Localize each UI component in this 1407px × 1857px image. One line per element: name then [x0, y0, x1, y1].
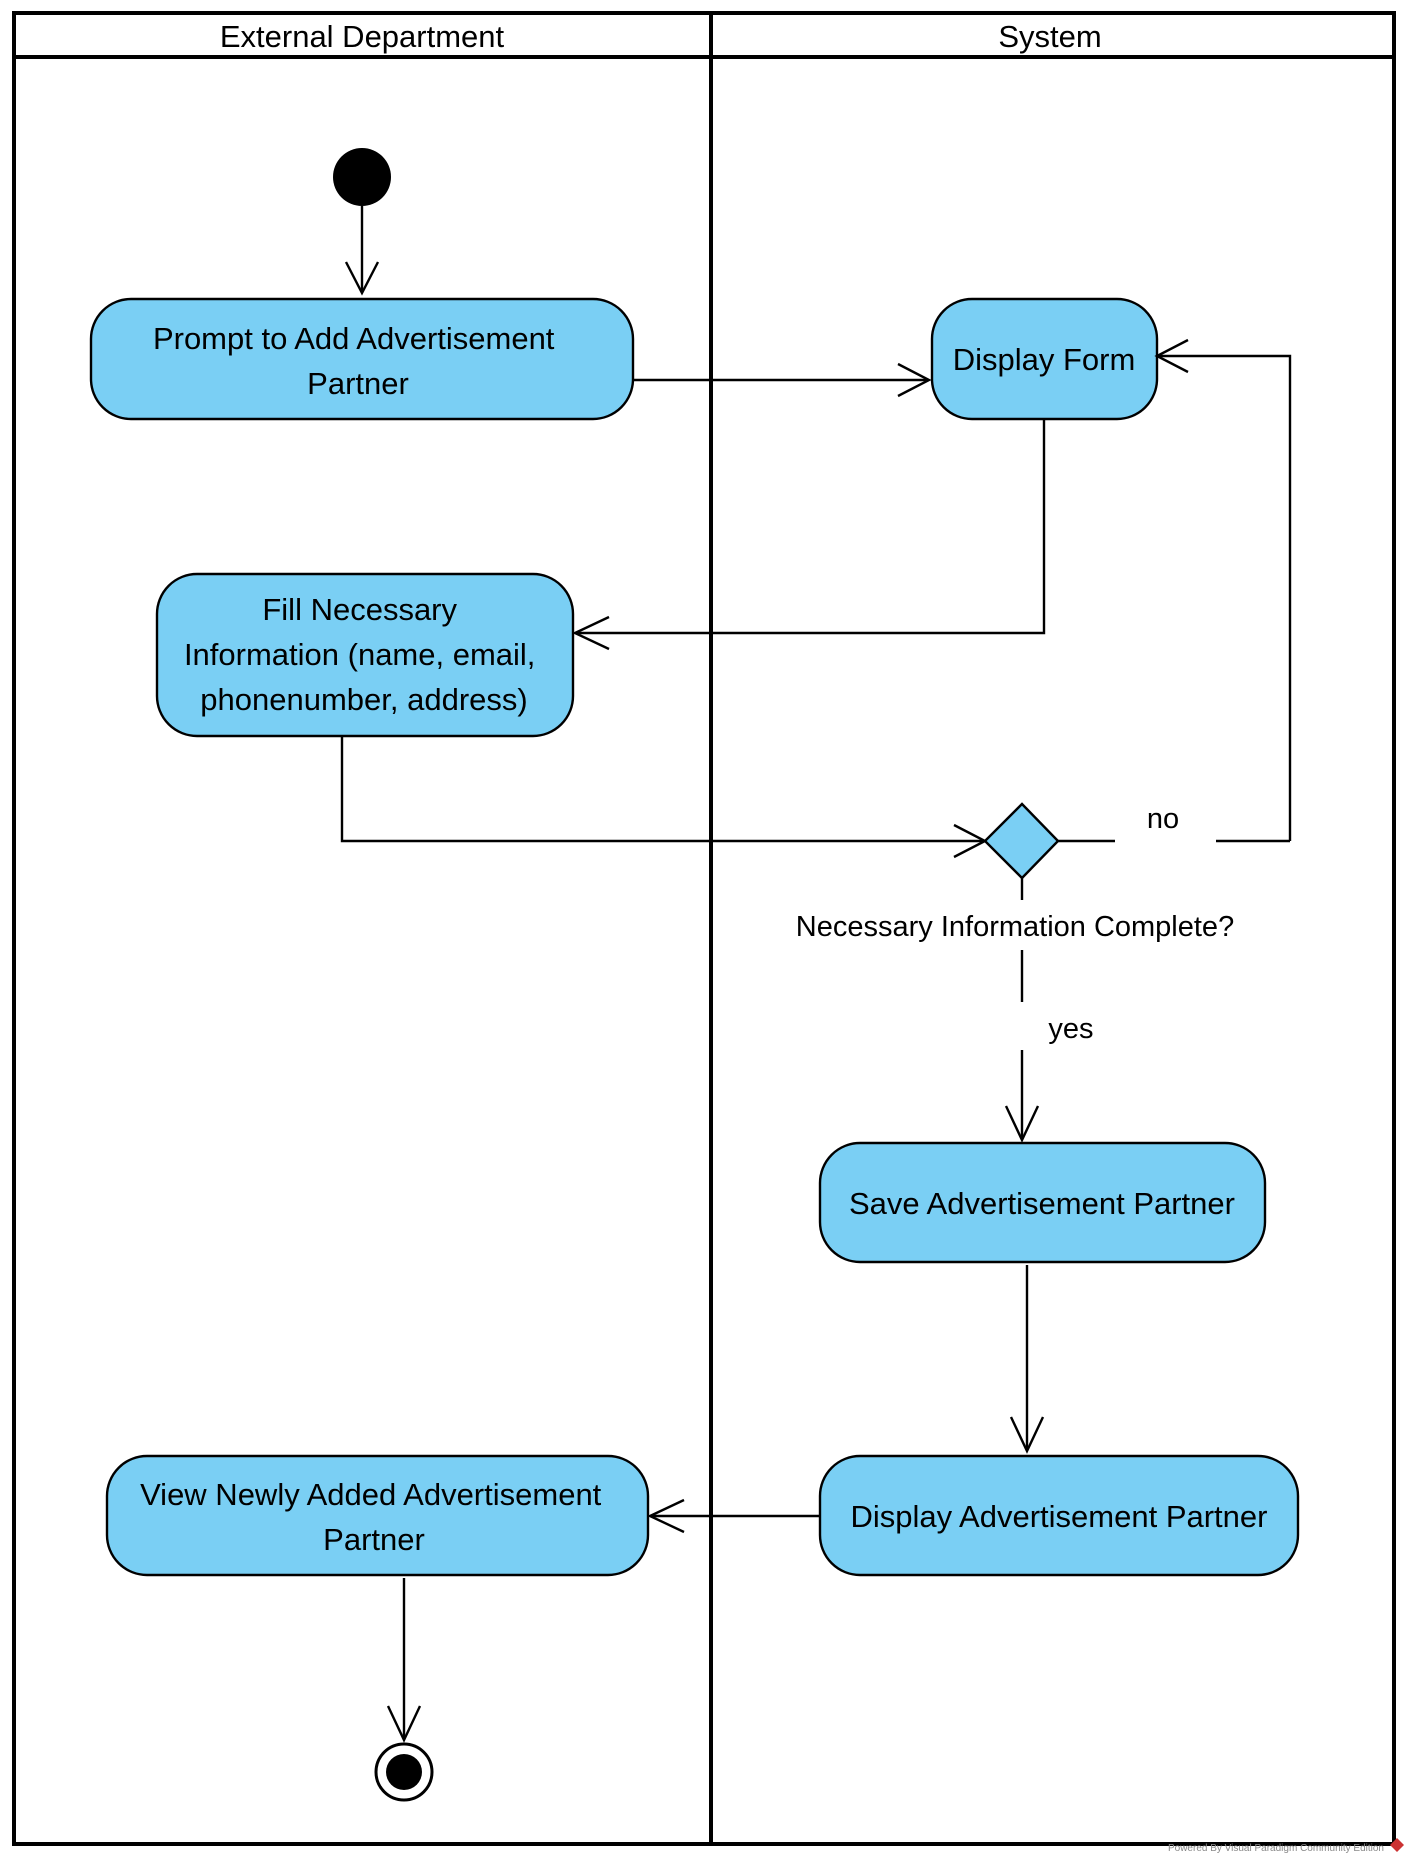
activity-prompt-add-advertisement-partner: Prompt to Add Advertisement Partner: [89, 297, 635, 421]
flow-save-to-display-partner: [1009, 1265, 1045, 1454]
activity-view-partner-line-2: Partner: [323, 1522, 425, 1557]
activity-prompt-add-line-1: Prompt to Add Advertisement: [153, 321, 555, 356]
activity-display-advertisement-partner: Display Advertisement Partner: [818, 1454, 1300, 1577]
swimlane-frame: [12, 11, 1396, 1846]
flow-display-partner-to-view-partner: [647, 1498, 820, 1534]
flow-decision-yes-to-save: [1004, 878, 1040, 1143]
flow-display-form-to-fill-info: [572, 419, 1046, 651]
final-node: [374, 1742, 434, 1802]
svg-text:Fill Necessary Informati: Fill Necessary Information (name, email,…: [184, 592, 544, 717]
activity-display-form: Display Form: [930, 297, 1159, 421]
watermark-text: Powered By Visual Paradigm Community Edi…: [1168, 1843, 1384, 1854]
activity-view-newly-added-advertisement-partner: View Newly Added Advertisement Partner: [105, 1454, 650, 1577]
activity-display-form-label: Display Form: [953, 342, 1136, 377]
decision-node: [983, 802, 1060, 880]
activity-fill-necessary-information: Fill Necessary Information (name, email,…: [155, 572, 575, 738]
flow-view-partner-to-final: [386, 1578, 422, 1743]
activity-fill-info-line-3: phonenumber, address): [200, 682, 527, 717]
decision-label: Necessary Information Complete?: [796, 911, 1234, 943]
lane-title-external-department: External Department: [220, 19, 505, 54]
activity-save-partner-label: Save Advertisement Partner: [849, 1186, 1235, 1221]
activity-fill-info-line-2: Information (name, email,: [184, 637, 535, 672]
visual-paradigm-logo-icon: [1390, 1838, 1404, 1852]
flow-initial-to-prompt: [344, 206, 380, 296]
guard-label-yes: yes: [1048, 1013, 1093, 1045]
flow-decision-no-to-display-form: [1058, 338, 1292, 843]
flow-fill-info-to-decision: [340, 736, 988, 859]
initial-node: [333, 148, 391, 206]
activity-fill-info-line-1: Fill Necessary: [262, 592, 457, 627]
flow-prompt-to-display-form: [633, 362, 932, 398]
lane-title-system: System: [998, 19, 1101, 54]
svg-text:View Newly Added Advertisement: View Newly Added Advertisement Partner: [140, 1477, 610, 1557]
guard-label-no: no: [1147, 803, 1179, 835]
activity-view-partner-line-1: View Newly Added Advertisement: [140, 1477, 602, 1512]
activity-display-partner-label: Display Advertisement Partner: [851, 1499, 1268, 1534]
activity-save-advertisement-partner: Save Advertisement Partner: [818, 1141, 1267, 1264]
activity-prompt-add-line-2: Partner: [307, 366, 409, 401]
svg-text:Prompt to Add Advertisement: Prompt to Add Advertisement Partner: [153, 321, 563, 401]
